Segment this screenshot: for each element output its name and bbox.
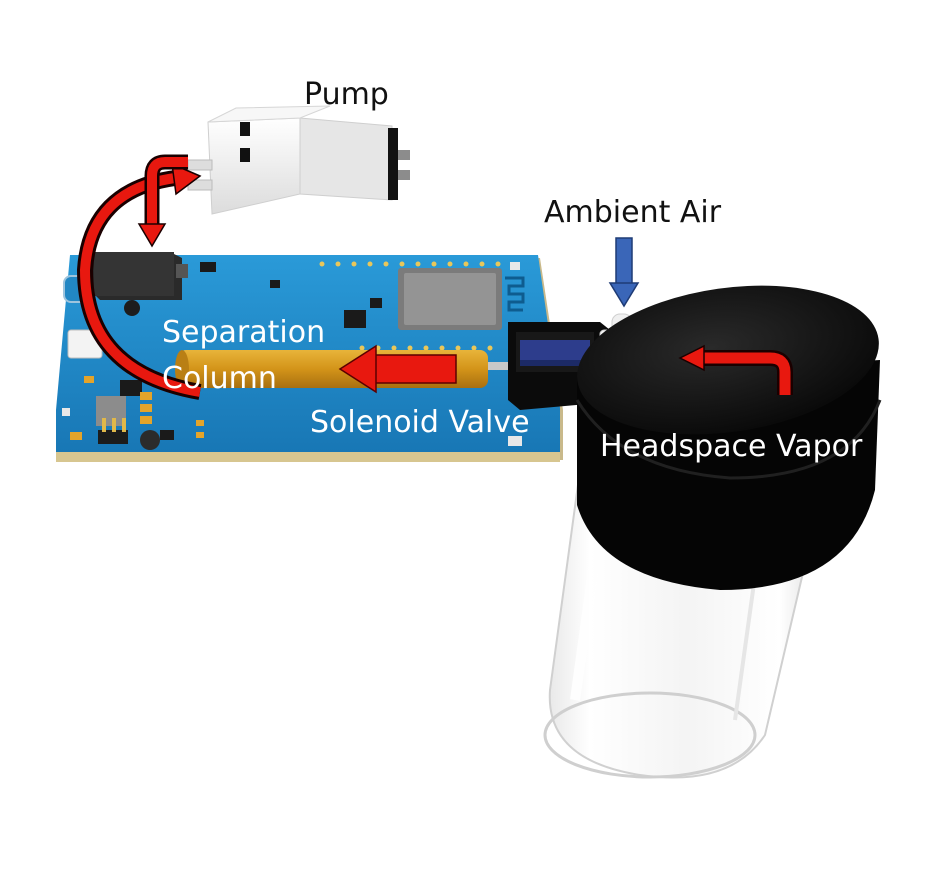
ambient-air-arrow [608,237,640,308]
column-flow-arrow [338,344,457,394]
label-pump: Pump [304,77,389,112]
label-column: Column [162,361,277,396]
label-solenoid-valve: Solenoid Valve [310,405,530,440]
return-flow-arrow [76,162,202,400]
label-separation: Separation [162,315,325,350]
label-ambient-air: Ambient Air [544,195,722,230]
pump-outlet-arrow [137,154,188,248]
headspace-vial [543,285,882,779]
label-headspace-vapor: Headspace Vapor [600,429,863,464]
pump [187,105,410,215]
headspace-flow-arrow [678,344,793,395]
